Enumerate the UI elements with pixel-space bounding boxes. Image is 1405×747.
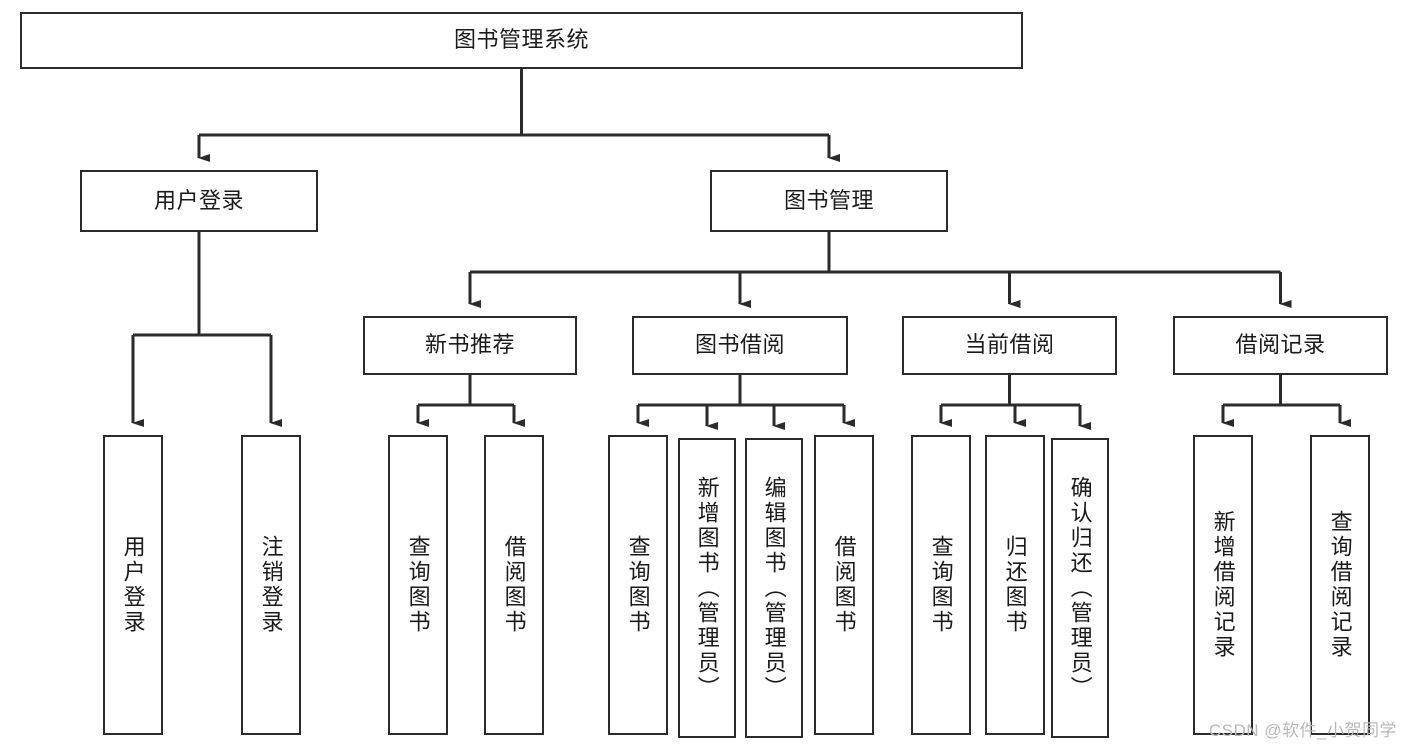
csdn-watermark: CSDN @软件_小贺同学	[1208, 721, 1397, 740]
node-root-label: 图书管理系统	[453, 27, 589, 53]
node-leaf-add-borrow-record[interactable]: 新增借阅记录	[1193, 435, 1253, 735]
node-leaf-add-borrow-record-label: 新增借阅记录	[1210, 510, 1236, 660]
node-leaf-return-book-label: 归还图书	[1002, 535, 1028, 635]
node-leaf-borrow-book-label: 借阅图书	[831, 535, 857, 635]
node-leaf-return-book[interactable]: 归还图书	[985, 435, 1045, 735]
node-leaf-borrow-query-book[interactable]: 查询图书	[608, 435, 668, 735]
node-leaf-user-logout[interactable]: 注销登录	[241, 435, 301, 735]
node-leaf-current-query-book-label: 查询图书	[928, 535, 954, 635]
node-leaf-current-query-book[interactable]: 查询图书	[911, 435, 971, 735]
node-user-login-module[interactable]: 用户登录	[80, 170, 318, 232]
node-leaf-user-login-label: 用户登录	[120, 535, 146, 635]
node-root[interactable]: 图书管理系统	[20, 12, 1023, 69]
node-borrowing-records[interactable]: 借阅记录	[1173, 316, 1388, 375]
node-leaf-add-book-admin-label: 新增图书（管理员）	[694, 475, 720, 701]
node-borrowing-records-label: 借阅记录	[1235, 332, 1326, 358]
node-leaf-add-book-admin[interactable]: 新增图书（管理员）	[678, 438, 736, 738]
node-leaf-confirm-return-admin-label: 确认归还（管理员）	[1067, 475, 1093, 701]
node-leaf-edit-book-admin[interactable]: 编辑图书（管理员）	[745, 438, 803, 738]
node-leaf-new-borrow-book[interactable]: 借阅图书	[484, 435, 544, 735]
node-leaf-confirm-return-admin[interactable]: 确认归还（管理员）	[1051, 438, 1109, 738]
node-leaf-new-query-book[interactable]: 查询图书	[388, 435, 448, 735]
node-leaf-query-borrow-record[interactable]: 查询借阅记录	[1310, 435, 1370, 735]
node-leaf-user-login[interactable]: 用户登录	[103, 435, 163, 735]
node-current-borrowing[interactable]: 当前借阅	[902, 316, 1117, 375]
node-leaf-borrow-book[interactable]: 借阅图书	[814, 435, 874, 735]
node-book-management-module-label: 图书管理	[783, 187, 874, 213]
node-user-login-module-label: 用户登录	[153, 187, 244, 213]
node-new-book-recommendation-label: 新书推荐	[424, 332, 515, 358]
node-book-borrowing-label: 图书借阅	[694, 332, 785, 358]
node-leaf-new-query-book-label: 查询图书	[405, 535, 431, 635]
node-new-book-recommendation[interactable]: 新书推荐	[363, 316, 577, 375]
node-leaf-new-borrow-book-label: 借阅图书	[501, 535, 527, 635]
node-leaf-edit-book-admin-label: 编辑图书（管理员）	[761, 475, 787, 701]
node-current-borrowing-label: 当前借阅	[964, 332, 1055, 358]
node-book-management-module[interactable]: 图书管理	[710, 170, 948, 232]
node-leaf-user-logout-label: 注销登录	[258, 535, 284, 635]
node-leaf-query-borrow-record-label: 查询借阅记录	[1327, 510, 1353, 660]
node-leaf-borrow-query-book-label: 查询图书	[625, 535, 651, 635]
node-book-borrowing[interactable]: 图书借阅	[632, 316, 848, 375]
